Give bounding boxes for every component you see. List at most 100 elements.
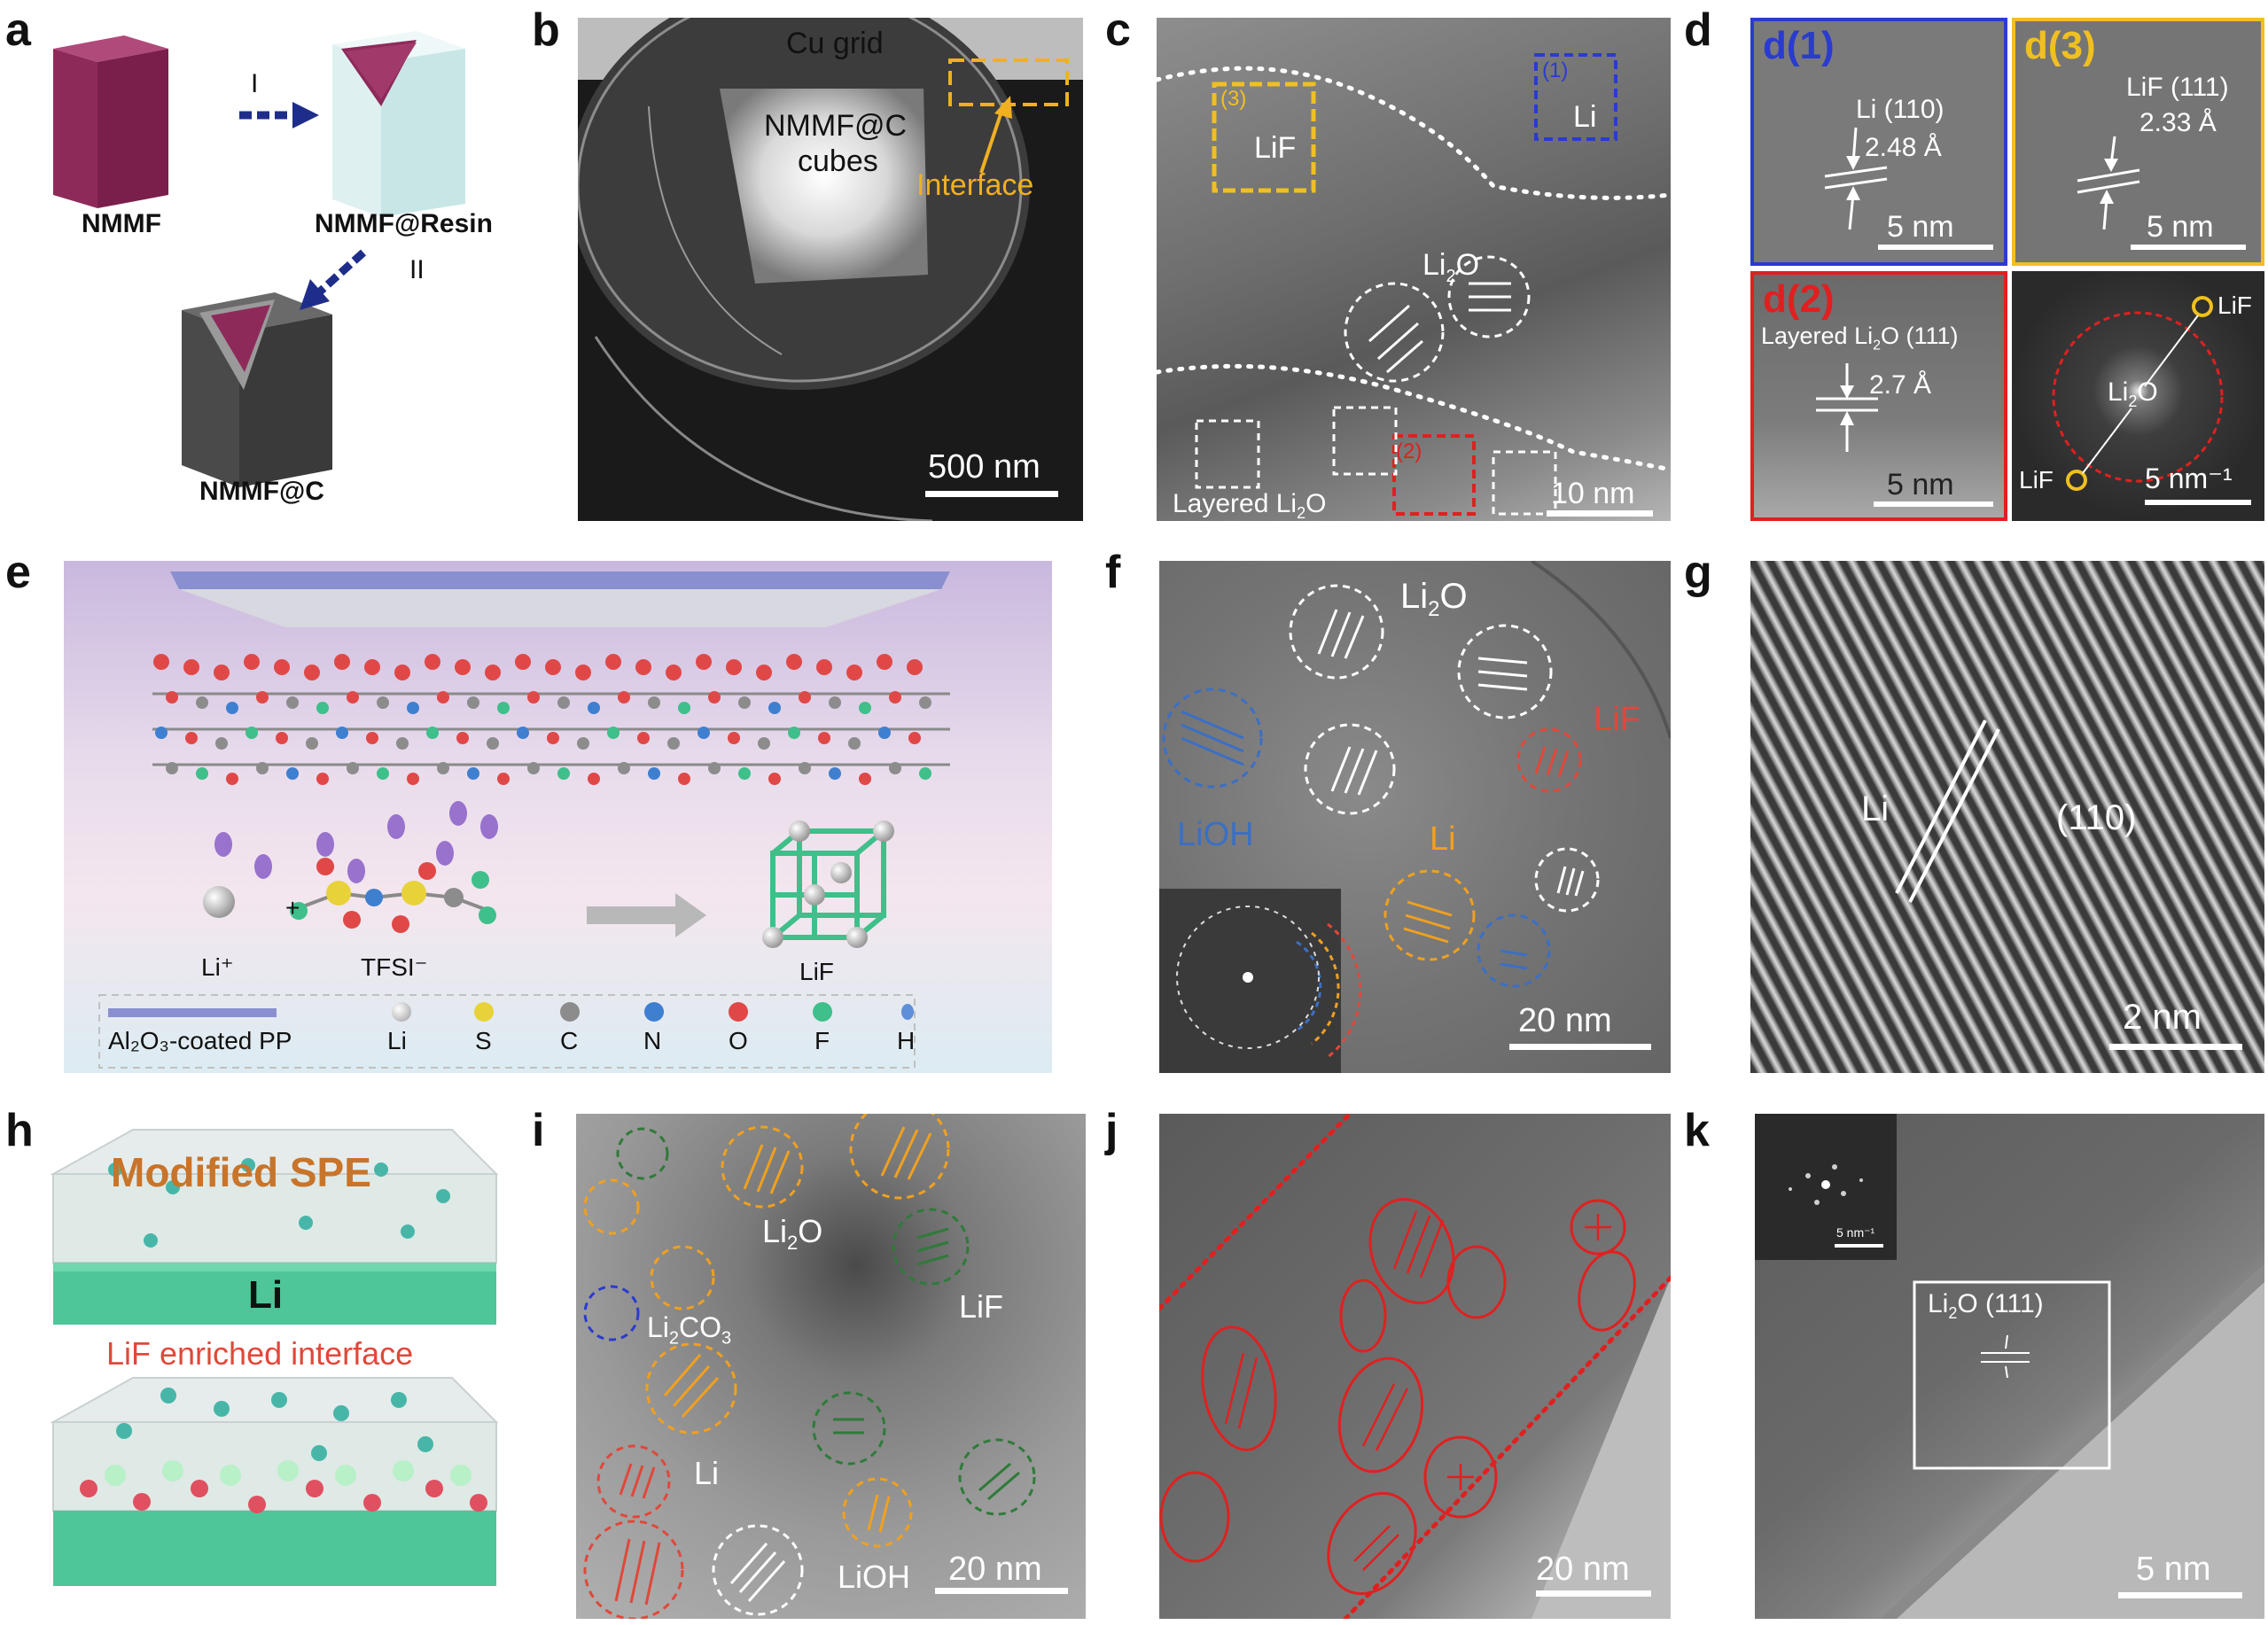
legend-label-li: Li xyxy=(387,1027,407,1054)
scale-label-j: 20 nm xyxy=(1536,1551,1630,1588)
fft-lif-bottom: LiF xyxy=(2019,466,2054,494)
c-box2-number: (2) xyxy=(1396,439,1422,463)
panel-i-image: Li2O Li2CO3 LiF Li LiOH 20 nm xyxy=(576,1114,1086,1619)
interface-label: Interface xyxy=(916,168,1034,202)
i-li2o-label: Li2O xyxy=(762,1213,823,1255)
d3-title: d(3) xyxy=(2024,24,2096,67)
legend-label-s: S xyxy=(475,1027,492,1054)
fft-lif-top: LiF xyxy=(2217,292,2252,319)
panel-j-image: 20 nm xyxy=(1159,1114,1671,1619)
g-li-label: Li xyxy=(1861,789,1890,828)
c-layered-label: Layered Li2O xyxy=(1173,489,1327,522)
scale-label-i: 20 nm xyxy=(948,1551,1042,1588)
d3-spacing: 2.33 Å xyxy=(2139,108,2217,137)
legend-label-f: F xyxy=(814,1027,830,1054)
legend-dot-li xyxy=(392,1002,411,1022)
panel-label-f: f xyxy=(1105,547,1121,598)
cubes-label-line2: cubes xyxy=(798,144,878,178)
legend-dot-f xyxy=(813,1002,832,1022)
panel-d3-image: d(3) LiF (111) 2.33 Å 5 nm xyxy=(2012,18,2264,266)
scale-bar-b xyxy=(925,491,1058,497)
lif-product-label: LiF xyxy=(799,958,834,985)
legend-label-o: O xyxy=(729,1027,748,1054)
d1-spacing: 2.48 Å xyxy=(1865,133,1942,162)
panel-label-j: j xyxy=(1105,1105,1118,1156)
d1-title: d(1) xyxy=(1763,24,1835,67)
i-li-label: Li xyxy=(694,1455,720,1491)
legend-label-n: N xyxy=(643,1027,662,1054)
panel-d1-image: d(1) Li (110) 2.48 Å 5 nm xyxy=(1750,18,2007,266)
lif-interface-label: LiF enriched interface xyxy=(106,1335,414,1372)
panel-label-h: h xyxy=(5,1105,34,1156)
cubes-label-line1: NMMF@C xyxy=(764,109,908,143)
f-li-label: Li xyxy=(1430,820,1456,858)
panel-a-schematic xyxy=(53,31,465,487)
f-li2o-label: Li2O xyxy=(1400,577,1468,621)
d3-scale: 5 nm xyxy=(2147,210,2214,244)
step-1-label: I xyxy=(251,69,259,98)
legend-dot-h xyxy=(901,1004,914,1020)
legend-dot-n xyxy=(644,1002,664,1022)
c-box1-number: (1) xyxy=(1542,58,1569,82)
legend-dot-c xyxy=(560,1002,580,1022)
panel-h-schematic: Modified SPE Li LiF enriched interface xyxy=(44,1116,523,1621)
d2-scale: 5 nm xyxy=(1887,468,1954,501)
nmmf-resin-label: NMMF@Resin xyxy=(315,209,493,238)
cu-grid-label: Cu grid xyxy=(786,27,884,60)
plus-label: + xyxy=(285,894,300,921)
legend-dot-s xyxy=(474,1002,494,1022)
panel-b-image: Cu grid NMMF@C cubes Interface 500 nm xyxy=(578,18,1083,521)
d2-phase: Layered Li2O (111) xyxy=(1761,323,1959,354)
scale-label-g: 2 nm xyxy=(2123,998,2202,1037)
i-lif-label: LiF xyxy=(959,1288,1004,1325)
legend-label-h: H xyxy=(897,1027,916,1054)
legend-label-c: C xyxy=(560,1027,579,1054)
c-li2o-label: Li2O xyxy=(1422,248,1480,286)
nmmf-c-label: NMMF@C xyxy=(199,477,324,506)
panel-label-g: g xyxy=(1684,547,1712,598)
scale-label-k: 5 nm xyxy=(2136,1551,2211,1588)
d2-title: d(2) xyxy=(1763,277,1835,321)
panel-g-image: Li (110) 2 nm xyxy=(1750,561,2264,1073)
fft-scale: 5 nm⁻¹ xyxy=(2145,463,2233,494)
panel-label-a: a xyxy=(5,4,31,56)
panel-e-schematic: Li⁺ + TFSI⁻ LiF Al₂O₃-coated PP Li S C N… xyxy=(64,561,1052,1073)
d1-scale: 5 nm xyxy=(1887,210,1954,244)
legend-label-pp: Al₂O₃-coated PP xyxy=(108,1027,292,1054)
modified-spe-label: Modified SPE xyxy=(111,1149,371,1195)
scale-label-c: 10 nm xyxy=(1551,477,1635,510)
li-ion-label: Li⁺ xyxy=(201,953,234,981)
d2-spacing: 2.7 Å xyxy=(1869,370,1932,400)
fft-center-label: Li2O xyxy=(2108,377,2158,410)
panel-d2-image: d(2) Layered Li2O (111) 2.7 Å 5 nm xyxy=(1750,271,2007,521)
i-lioh-label: LiOH xyxy=(838,1559,911,1595)
c-box3-label: LiF xyxy=(1254,131,1297,165)
scale-bar-c xyxy=(1547,510,1653,517)
panel-label-k: k xyxy=(1684,1105,1710,1156)
d3-phase: LiF (111) xyxy=(2126,73,2229,102)
g-plane-label: (110) xyxy=(2056,798,2137,837)
panel-label-d: d xyxy=(1684,4,1712,56)
panel-label-e: e xyxy=(5,547,31,598)
step-2-label: II xyxy=(409,255,425,284)
panel-k-image: 5 nm⁻¹ Li2O (111) 5 nm xyxy=(1755,1114,2264,1619)
panel-a: a I II NMMF NMMF@Resin NMMF@C xyxy=(0,0,532,532)
f-lioh-label: LiOH xyxy=(1177,816,1254,853)
scale-label-f: 20 nm xyxy=(1518,1002,1612,1039)
c-box3-number: (3) xyxy=(1220,87,1247,111)
d1-phase: Li (110) xyxy=(1856,95,1945,124)
f-lif-label: LiF xyxy=(1594,701,1641,738)
panel-f-image: Li2O LiF LiOH Li 20 nm xyxy=(1159,561,1671,1073)
panel-label-c: c xyxy=(1105,4,1131,56)
legend-dot-o xyxy=(729,1002,748,1022)
panel-d-fft-image: LiF Li2O LiF 5 nm⁻¹ xyxy=(2012,271,2264,521)
panel-c-image: (3) LiF (1) Li (2) Li2O Layered Li2O 10 … xyxy=(1157,18,1671,521)
panel-label-i: i xyxy=(532,1105,545,1156)
h-li-label: Li xyxy=(248,1273,284,1317)
tfsi-label: TFSI⁻ xyxy=(361,953,428,981)
legend: Al₂O₃-coated PP Li S C N O F H xyxy=(108,1002,915,1064)
c-box1-label: Li xyxy=(1573,100,1597,134)
scale-label-b: 500 nm xyxy=(928,448,1040,486)
i-li2co3-label: Li2CO3 xyxy=(647,1311,732,1349)
panel-label-b: b xyxy=(532,4,560,56)
